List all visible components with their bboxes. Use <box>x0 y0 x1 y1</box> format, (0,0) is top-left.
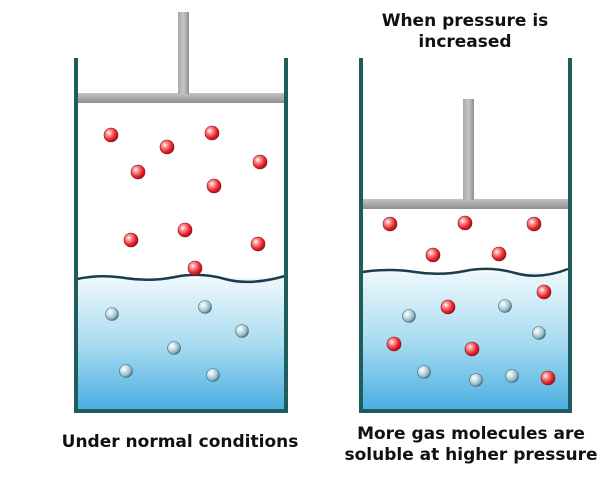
piston-plate-right <box>362 199 568 209</box>
gas-molecule <box>204 125 220 141</box>
high-pressure-caption: More gas molecules are soluble at higher… <box>344 424 598 465</box>
gas-molecule <box>425 247 441 263</box>
liquid-molecule <box>235 324 249 338</box>
piston-rod-right <box>463 99 474 200</box>
dissolved-gas-molecule <box>540 370 556 386</box>
dissolved-gas-molecule <box>386 336 402 352</box>
container-floor <box>359 409 572 413</box>
gas-molecule <box>187 260 203 276</box>
liquid-molecules <box>402 299 546 387</box>
gas-molecules-above-liquid <box>103 125 268 276</box>
normal-conditions-container <box>74 12 288 413</box>
piston-rod-left <box>178 12 189 94</box>
gas-molecule <box>130 164 146 180</box>
gas-molecules-above-liquid <box>382 215 542 263</box>
liquid-molecule <box>206 368 220 382</box>
gas-molecule <box>159 139 175 155</box>
liquid-molecule <box>198 300 212 314</box>
gas-molecule <box>123 232 139 248</box>
liquid-surface-left <box>76 273 286 284</box>
dissolved-gas-molecules <box>386 284 556 386</box>
liquid-molecule <box>167 341 181 355</box>
liquid-molecule <box>119 364 133 378</box>
liquid-molecules <box>105 300 249 382</box>
liquid-molecule <box>402 309 416 323</box>
gas-molecule <box>103 127 119 143</box>
gas-molecule <box>491 246 507 262</box>
container-floor <box>74 409 288 413</box>
dissolved-gas-molecule <box>440 299 456 315</box>
container-wall-right-side <box>284 58 288 413</box>
piston-plate-left <box>78 93 284 103</box>
container-wall-left-side <box>74 58 78 413</box>
gas-molecule <box>526 216 542 232</box>
liquid-surface-right <box>361 267 569 277</box>
liquid-molecule <box>105 307 119 321</box>
container-wall-right-side <box>568 58 572 413</box>
liquid-left <box>77 278 285 410</box>
gas-molecule <box>177 222 193 238</box>
dissolved-gas-molecule <box>536 284 552 300</box>
container-wall-left-side <box>359 58 363 413</box>
high-pressure-container <box>359 58 572 413</box>
liquid-molecule <box>505 369 519 383</box>
gas-molecule <box>206 178 222 194</box>
liquid-molecule <box>417 365 431 379</box>
liquid-molecule <box>498 299 512 313</box>
dissolved-gas-molecule <box>464 341 480 357</box>
gas-molecule <box>382 216 398 232</box>
gas-molecule <box>457 215 473 231</box>
high-pressure-title: When pressure is increased <box>381 11 549 52</box>
gas-molecule <box>252 154 268 170</box>
liquid-molecule <box>532 326 546 340</box>
normal-conditions-caption: Under normal conditions <box>61 432 299 452</box>
liquid-molecule <box>469 373 483 387</box>
gas-molecule <box>250 236 266 252</box>
